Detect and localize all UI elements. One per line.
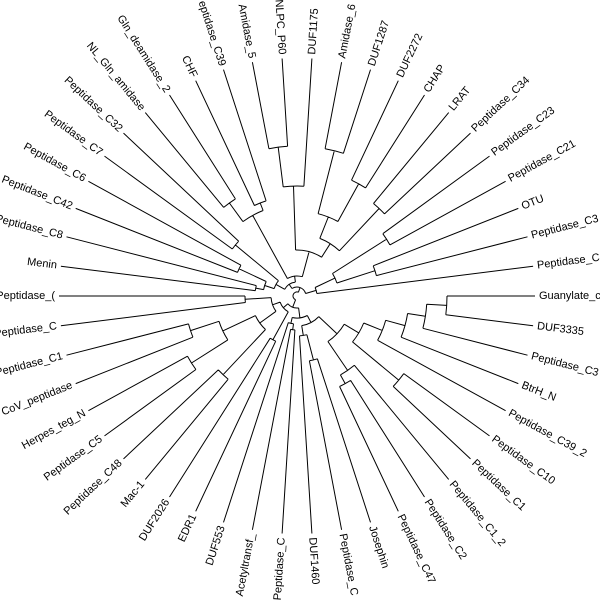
tip-label: OTU	[520, 193, 546, 213]
tip-label: DUF3335	[536, 320, 584, 338]
tip-label: Acetyltransf_	[234, 532, 258, 598]
tip-label: Peptidase_C3	[530, 350, 600, 379]
tip-label: Peptidase_C42	[0, 174, 74, 213]
tip-label: DUF1175	[306, 8, 321, 55]
tip-label: EDR1	[176, 512, 199, 544]
tip-label: Peptidase_C47	[395, 512, 438, 585]
tip-label: DUF2026	[137, 497, 172, 543]
tip-label: Peptidase_C	[536, 252, 600, 272]
tip-label: Guanylate_c	[539, 290, 600, 302]
tree-branch-lines	[59, 58, 535, 534]
tip-label: Peptidase_C2	[422, 497, 469, 562]
tip-label: Amidase_6	[336, 3, 358, 59]
tip-label: Peptidase_C6	[21, 141, 87, 185]
tip-label: Peptidase_C	[0, 320, 58, 340]
tip-label: Amidase_5	[236, 3, 258, 59]
tree-branches	[59, 58, 535, 534]
tip-label: Peptidase_(	[0, 290, 55, 302]
tip-label: Peptidase_C39	[193, 0, 228, 68]
tip-label: DUF1460	[306, 537, 321, 585]
tip-label: CHAP	[422, 63, 449, 95]
tip-label: LRAT	[447, 84, 474, 113]
tip-label: Herpes_teg_N	[20, 407, 88, 452]
tip-label: CoV_peptidase	[0, 379, 74, 418]
tip-label: Peptidase_C7	[42, 108, 105, 158]
tip-label: Peptidase_C21	[506, 138, 578, 185]
tip-label: DUF553	[204, 524, 228, 567]
tip-label: DUF2272	[394, 32, 425, 80]
tip-label: Menin	[26, 256, 57, 272]
tip-label: Peptidase_C1	[0, 350, 64, 379]
tip-label: NLPC_P60	[272, 0, 287, 55]
tip-label: CHF	[179, 54, 200, 80]
tip-label: Mac-1	[119, 479, 148, 510]
tip-label: Peptidase_C	[272, 537, 288, 600]
tip-label: Peptidase_C3	[530, 213, 600, 242]
tip-label: Peptidase_C8	[0, 213, 64, 242]
tip-label: Josephin	[366, 524, 391, 570]
tip-label: DUF1287	[366, 19, 392, 67]
tip-label: BtrH_N	[520, 379, 558, 403]
tip-label: Peptidase_C	[336, 533, 360, 597]
